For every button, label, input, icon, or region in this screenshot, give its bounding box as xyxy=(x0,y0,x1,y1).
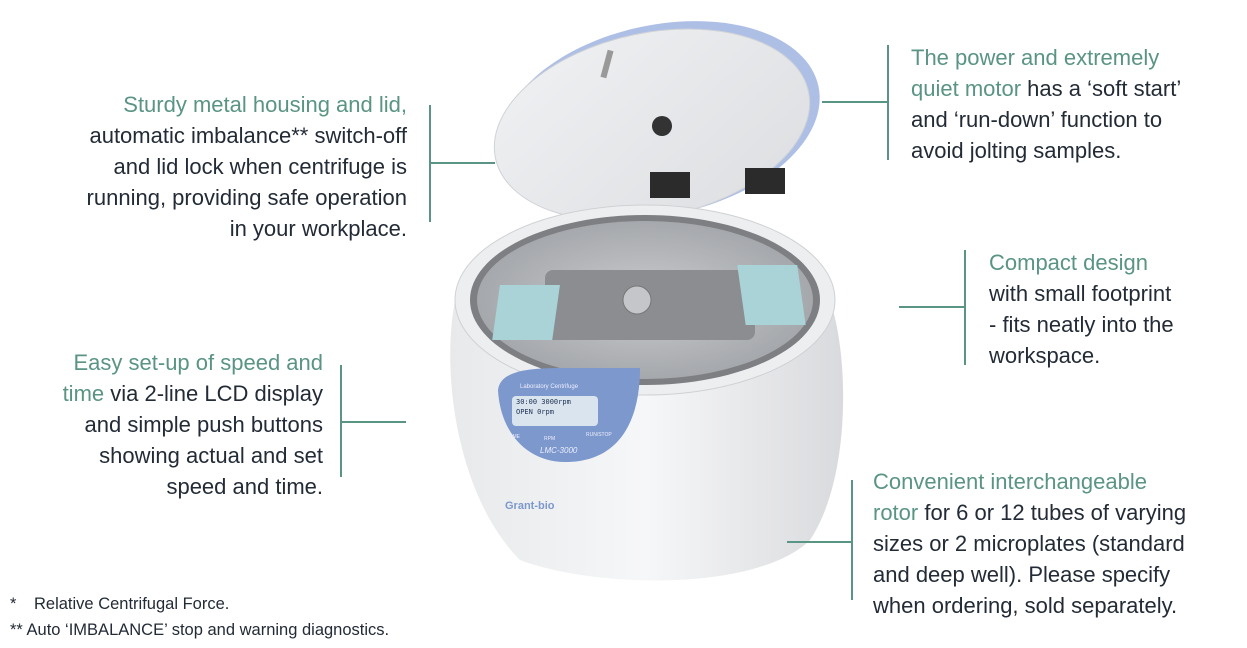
callout-highlight: The power and extremely xyxy=(911,45,1160,70)
callout-highlight: rotor xyxy=(873,500,919,525)
connector-compact xyxy=(899,306,965,308)
callout-text: showing actual and set xyxy=(99,443,323,468)
callout-highlight: Easy set-up of speed and xyxy=(73,350,324,375)
callout-highlight: time xyxy=(62,381,105,406)
callout-line: time via 2-line LCD display xyxy=(63,378,323,409)
callout-text: - fits neatly into the xyxy=(989,312,1174,337)
callout-line: Convenient interchangeable xyxy=(873,466,1186,497)
callout-line: - fits neatly into the xyxy=(989,309,1174,340)
brand-label: Grant-bio xyxy=(505,500,555,512)
callout-line: and lid lock when centrifuge is xyxy=(87,151,408,182)
callout-line: with small footprint xyxy=(989,278,1174,309)
footnote-mark: ** xyxy=(10,621,23,639)
device-panel: Laboratory Centrifuge 30:00 3000rpm OPEN… xyxy=(500,380,640,460)
run-stop-button-label[interactable]: RUN/STOP xyxy=(586,432,612,438)
callout-line: speed and time. xyxy=(63,471,323,502)
callout-highlight: Compact design xyxy=(989,250,1148,275)
connector-housing xyxy=(429,162,495,164)
callout-text: and simple push buttons xyxy=(84,412,324,437)
bracket-rotor xyxy=(851,480,853,600)
callout-text: in your workplace. xyxy=(229,216,407,241)
callout-line: running, providing safe operation xyxy=(87,182,407,213)
callout-line: in your workplace. xyxy=(87,213,407,244)
callout-text: sizes or 2 microplates (standard xyxy=(873,531,1185,556)
model-label: LMC-3000 xyxy=(540,446,578,455)
callout-setup: Easy set-up of speed and time via 2-line … xyxy=(63,347,323,502)
callout-line: workspace. xyxy=(989,340,1174,371)
callout-text: avoid jolting samples. xyxy=(911,138,1122,163)
callout-line: The power and extremely xyxy=(911,42,1181,73)
footnote-2: ** Auto ‘IMBALANCE’ stop and warning dia… xyxy=(10,621,389,640)
callout-text: automatic imbalance** switch-off xyxy=(89,123,407,148)
footnote-1: * Relative Centrifugal Force. xyxy=(10,595,229,614)
callout-text: via 2-line LCD display xyxy=(104,381,323,406)
centrifuge-lid xyxy=(493,21,820,222)
panel-title: Laboratory Centrifuge xyxy=(520,384,579,390)
callout-line: rotor for 6 or 12 tubes of varying xyxy=(873,497,1186,528)
time-button-label[interactable]: TIME xyxy=(508,434,520,440)
callout-line: when ordering, sold separately. xyxy=(873,590,1186,621)
callout-line: Compact design xyxy=(989,247,1174,278)
callout-housing: Sturdy metal housing and lid, automatic i… xyxy=(87,89,407,244)
connector-motor xyxy=(822,101,888,103)
callout-text: and deep well). Please specify xyxy=(873,562,1171,587)
callout-text: for 6 or 12 tubes of varying xyxy=(918,500,1187,525)
footnote-text: Auto ‘IMBALANCE’ stop and warning diagno… xyxy=(26,621,390,639)
footnote-text: Relative Centrifugal Force. xyxy=(34,595,230,613)
callout-text: and ‘run-down’ function to xyxy=(911,107,1163,132)
callout-line: and simple push buttons xyxy=(63,409,324,440)
lcd-line-2: OPEN 0rpm xyxy=(516,408,554,416)
callout-compact: Compact design with small footprint - fits… xyxy=(989,247,1174,371)
callout-motor: The power and extremely quiet motor has a… xyxy=(911,42,1181,166)
rpm-button-label[interactable]: RPM xyxy=(544,436,556,442)
centrifuge-body xyxy=(450,204,844,581)
callout-text: has a ‘soft start’ xyxy=(1021,76,1182,101)
callout-line: sizes or 2 microplates (standard xyxy=(873,528,1186,559)
callout-text: and lid lock when centrifuge is xyxy=(113,154,408,179)
callout-line: and deep well). Please specify xyxy=(873,559,1186,590)
callout-line: automatic imbalance** switch-off xyxy=(87,120,407,151)
footnote-mark: * xyxy=(10,595,17,613)
callout-highlight: quiet motor xyxy=(911,76,1022,101)
connector-setup xyxy=(340,421,406,423)
callout-text: with small footprint xyxy=(989,281,1172,306)
connector-rotor xyxy=(787,541,853,543)
callout-line: quiet motor has a ‘soft start’ xyxy=(911,73,1181,104)
callout-highlight: Sturdy metal housing and lid, xyxy=(123,92,407,117)
callout-line: Easy set-up of speed and xyxy=(63,347,324,378)
callout-line: Sturdy metal housing and lid, xyxy=(87,89,407,120)
callout-highlight: Convenient interchangeable xyxy=(873,469,1147,494)
lcd-line-1: 30:00 3000rpm xyxy=(516,398,571,406)
callout-line: avoid jolting samples. xyxy=(911,135,1181,166)
callout-text: when ordering, sold separately. xyxy=(873,593,1178,618)
callout-rotor: Convenient interchangeable rotor for 6 or… xyxy=(873,466,1186,621)
callout-text: workspace. xyxy=(989,343,1101,368)
bracket-compact xyxy=(964,250,966,365)
callout-text: speed and time. xyxy=(166,474,323,499)
callout-text: running, providing safe operation xyxy=(86,185,407,210)
callout-line: showing actual and set xyxy=(63,440,323,471)
callout-line: and ‘run-down’ function to xyxy=(911,104,1181,135)
bracket-motor xyxy=(887,45,889,160)
